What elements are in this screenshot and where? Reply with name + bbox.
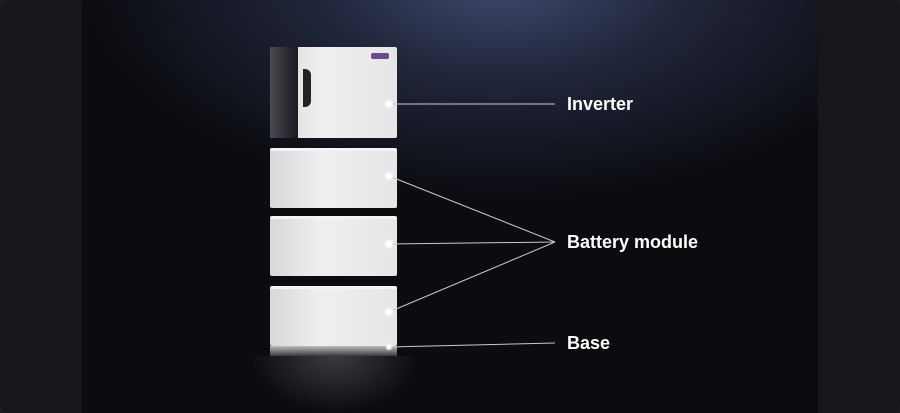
battery-module-1 [270,148,397,208]
battery-dot-1 [384,171,394,181]
battery-module-3 [270,286,397,346]
inverter-dot [384,99,394,109]
battery-dot-2 [384,239,394,249]
inverter-display-panel [303,69,311,107]
battery-callout-line-1 [388,175,556,243]
inverter-side-strip [270,47,298,138]
inverter-unit [270,47,397,138]
battery-module-label: Battery module [567,232,699,252]
battery-module-2 [270,216,397,276]
scene-background [82,0,818,413]
battery-callout-line-3 [388,241,556,313]
battery-callout-line-2 [388,241,556,245]
brand-logo [371,53,389,59]
floor-reflection [250,356,420,413]
base-label: Base [567,333,611,353]
base-unit [270,346,397,356]
battery-dot-3 [384,307,394,317]
base-dot [385,343,393,351]
base-callout-line [388,342,556,348]
inverter-label: Inverter [567,94,634,114]
